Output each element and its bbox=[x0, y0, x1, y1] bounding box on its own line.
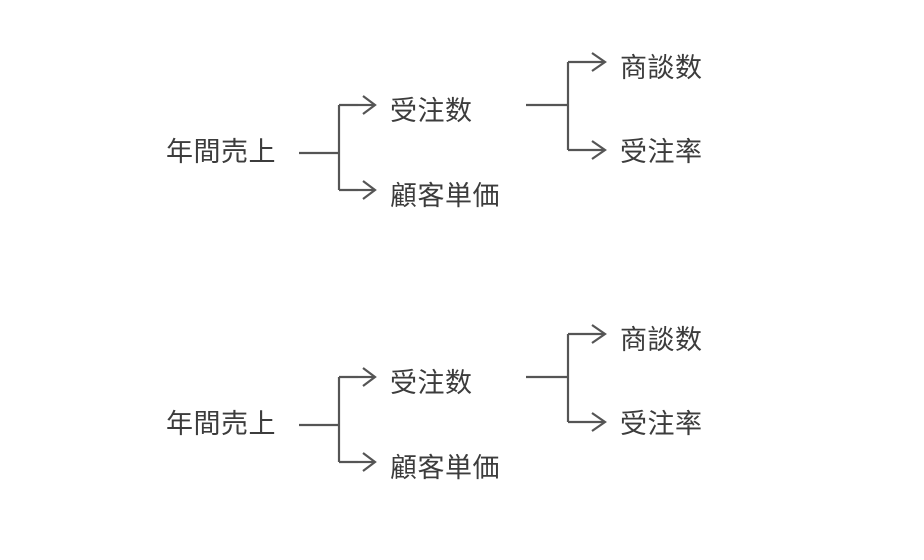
arrowhead-to-juchuritsu bbox=[591, 140, 607, 160]
node-level1-order-count: 受注数 bbox=[390, 368, 473, 399]
logic-tree-bottom-connectors bbox=[299, 324, 607, 472]
arrowhead-to-juchusu bbox=[362, 95, 377, 115]
logic-tree-bottom: 年間売上 受注数 顧客単価 商談数 受注率 bbox=[0, 272, 924, 512]
arrowhead-to-kyakutanka bbox=[362, 180, 377, 200]
node-root-annual-sales: 年間売上 bbox=[166, 409, 276, 440]
arrowhead-to-juchuritsu bbox=[591, 412, 607, 432]
logic-tree-top: 年間売上 受注数 顧客単価 商談数 受注率 bbox=[0, 0, 924, 240]
arrowhead-to-shodansu bbox=[591, 52, 607, 72]
node-level1-customer-unit-price: 顧客単価 bbox=[390, 453, 500, 484]
node-level2-order-rate: 受注率 bbox=[620, 137, 703, 168]
node-level1-order-count: 受注数 bbox=[390, 96, 473, 127]
logic-tree-top-connectors bbox=[299, 52, 607, 200]
arrowhead-to-kyakutanka bbox=[362, 452, 377, 472]
node-level2-negotiation-count: 商談数 bbox=[620, 53, 703, 84]
node-level2-negotiation-count: 商談数 bbox=[620, 325, 703, 356]
arrowhead-to-shodansu bbox=[591, 324, 607, 344]
arrowhead-to-juchusu bbox=[362, 367, 377, 387]
node-root-annual-sales: 年間売上 bbox=[166, 137, 276, 168]
node-level1-customer-unit-price: 顧客単価 bbox=[390, 181, 500, 212]
node-level2-order-rate: 受注率 bbox=[620, 409, 703, 440]
